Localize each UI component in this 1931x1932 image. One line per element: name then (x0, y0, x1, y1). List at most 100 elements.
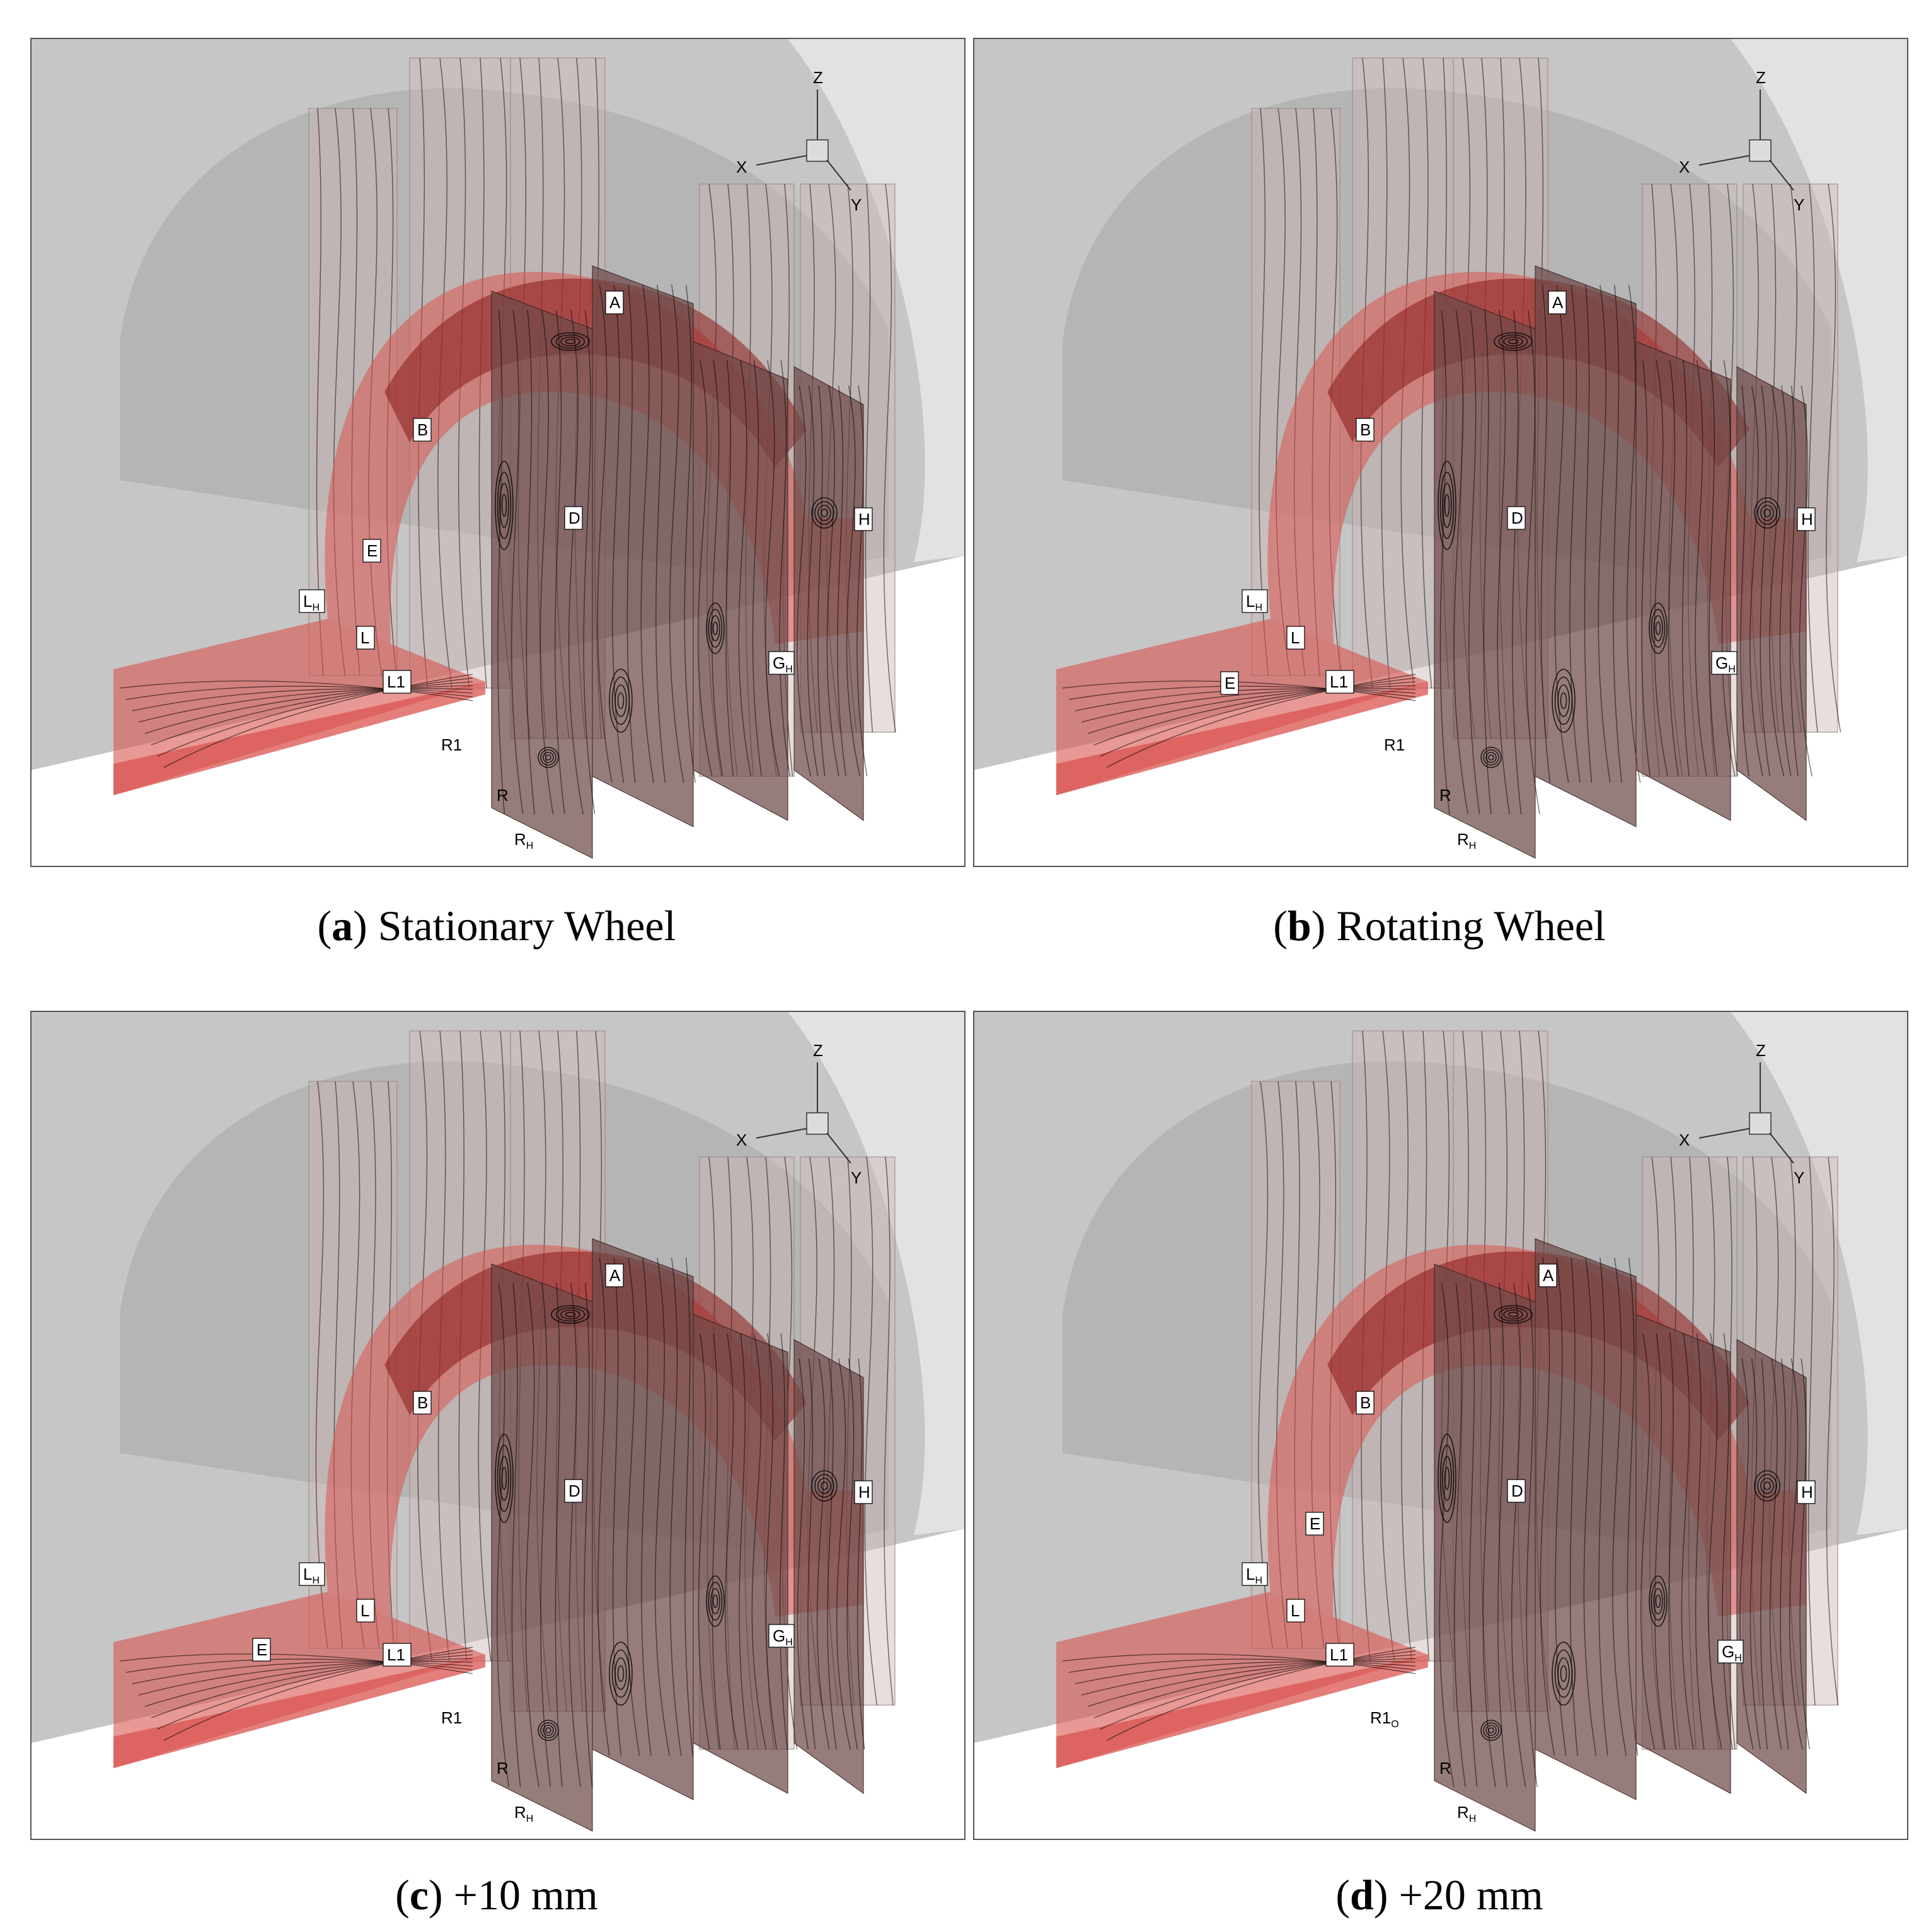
streamline (865, 183, 873, 733)
foreground-slice (1434, 1263, 1538, 1832)
car-body-highlight (1731, 39, 1907, 562)
ground-plane-edge (1056, 1655, 1428, 1768)
vortex-core (538, 1720, 559, 1741)
vortex-core (555, 1307, 585, 1322)
vortex-core (1557, 1657, 1570, 1690)
label-h: H (854, 1480, 873, 1504)
streamline (151, 681, 473, 745)
vortex-core (1763, 509, 1771, 517)
foreground-slice (1535, 265, 1641, 827)
vortex-core (811, 497, 838, 529)
vortex-core (1552, 669, 1576, 733)
streamline (1068, 1659, 1416, 1673)
label-subscript: H (785, 1637, 793, 1648)
streamline (1740, 385, 1749, 777)
label-box (356, 626, 375, 650)
vortex-core (1488, 754, 1494, 761)
streamline (1087, 685, 1416, 734)
streamline (315, 1081, 328, 1649)
streamline (1739, 1358, 1754, 1750)
vortex-core (555, 334, 585, 349)
streamline (584, 1282, 593, 1788)
label-subscript: H (526, 1814, 534, 1824)
streamline (797, 385, 812, 777)
label-text: A (1552, 293, 1564, 312)
streamline (1511, 1282, 1526, 1788)
streamline (119, 681, 473, 701)
vortex-core (1438, 461, 1456, 550)
vortex-core (565, 1311, 576, 1318)
vortex-core (538, 747, 559, 768)
streamline (125, 686, 473, 700)
streamline (641, 1257, 652, 1756)
label-text: R (1439, 1759, 1451, 1778)
streamline (837, 385, 846, 777)
vortex-core (609, 669, 633, 733)
streamline (1584, 284, 1593, 783)
label-text: D (1511, 1481, 1523, 1500)
streamline (1807, 183, 1818, 733)
streamline (1749, 385, 1763, 777)
car-body-highlight (788, 1012, 964, 1535)
vortex-core (1483, 1722, 1499, 1739)
y-axis-label: Y (851, 1168, 862, 1187)
vortex-core (495, 461, 514, 550)
vortex-core (1649, 602, 1668, 654)
axis-triad: ZXY (736, 68, 862, 214)
streamline (555, 1282, 563, 1788)
label-text: A (609, 1266, 621, 1285)
label-r1: R1 (441, 1708, 462, 1727)
label-box (1242, 1562, 1268, 1586)
label-text: D (568, 1481, 580, 1500)
streamline (1106, 1647, 1416, 1741)
ground-streamlines (119, 674, 473, 768)
streamline (539, 309, 554, 815)
foreground-slice (1535, 1238, 1639, 1800)
streamline (138, 688, 473, 723)
label-text: L1 (1330, 672, 1348, 691)
streamline (1468, 1282, 1478, 1788)
vortex-core (817, 505, 831, 521)
label-gh: GH (1711, 651, 1738, 675)
wheel-ring-dark (384, 279, 807, 468)
label-a: A (605, 290, 624, 314)
vortex-core (1554, 676, 1573, 725)
streamline (1483, 309, 1492, 815)
streamline (1093, 1654, 1416, 1718)
caption-b: (b) Rotating Wheel (1273, 902, 1606, 950)
streamline (1654, 1333, 1666, 1750)
vortex-core (1653, 1588, 1663, 1614)
streamline (697, 360, 713, 777)
ground-plane-edge (1056, 682, 1428, 795)
vortex-core (1554, 1649, 1573, 1698)
streamline (684, 1257, 693, 1756)
streamline (1453, 309, 1468, 815)
label-subscript: H (312, 1575, 320, 1586)
vortex-core (1444, 1466, 1450, 1490)
vortex-core (1483, 749, 1499, 766)
axis-cube (806, 1112, 829, 1135)
vortex-core (1485, 752, 1497, 763)
vortex-core (706, 1575, 725, 1627)
label-lh: LH (1242, 1562, 1268, 1586)
vortex-core (817, 1478, 831, 1494)
label-text: E (367, 541, 378, 560)
vortex-core (1494, 332, 1533, 351)
label-h: H (854, 507, 873, 531)
label-box (362, 539, 381, 563)
vortex-core (1560, 692, 1567, 710)
streamline (856, 1358, 865, 1750)
vortex-core (1488, 1727, 1494, 1734)
vortex-core (1485, 1725, 1497, 1736)
streamline (1100, 677, 1416, 757)
label-a: A (605, 1263, 624, 1287)
label-r1: R1 (441, 735, 462, 754)
label-box (564, 506, 583, 530)
streamline (1681, 360, 1690, 777)
label-box (854, 1480, 873, 1504)
caption-letter: c (409, 1871, 429, 1919)
vortex-core (710, 1588, 720, 1614)
streamline (525, 1282, 539, 1788)
